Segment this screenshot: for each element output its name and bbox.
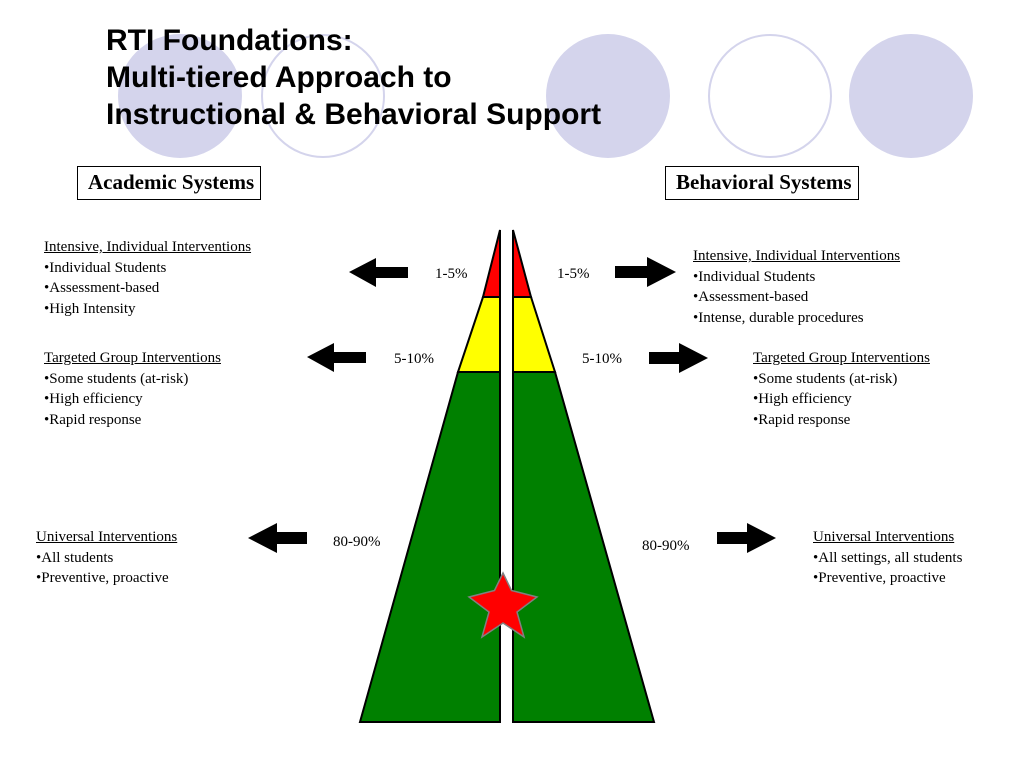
- deco-circle: [261, 34, 385, 158]
- academic-systems-label: Academic Systems: [77, 166, 262, 200]
- arrow-right-icon: [717, 523, 776, 553]
- deco-circle: [708, 34, 832, 158]
- tier-bullet: •Assessment-based: [44, 280, 160, 296]
- behavioral-tier-universal-text: Universal Interventions •All settings, a…: [813, 527, 962, 589]
- academic-tier-targeted-text: Targeted Group Interventions •Some stude…: [44, 348, 221, 430]
- academic-tier-intensive: [481, 229, 501, 298]
- tier-bullet: •High efficiency: [44, 391, 143, 407]
- behavioral-percent-universal: 80-90%: [642, 538, 690, 554]
- behavioral-percent-targeted: 5-10%: [582, 351, 622, 367]
- title-line-3: Instructional & Behavioral Support: [106, 98, 602, 131]
- tier-heading: Targeted Group Interventions: [44, 350, 221, 366]
- tier-heading: Universal Interventions: [813, 529, 955, 545]
- title-line-1: RTI Foundations:: [106, 24, 353, 57]
- academic-tier-universal: [358, 371, 501, 723]
- behavioral-tier-universal: [512, 371, 656, 723]
- tier-bullet: •Preventive, proactive: [813, 570, 946, 586]
- deco-circle: [546, 34, 670, 158]
- academic-triangle: [358, 229, 501, 723]
- academic-tier-universal-text: Universal Interventions •All students •P…: [36, 527, 177, 589]
- tier-bullet: •Rapid response: [44, 411, 142, 428]
- tier-bullet: •Individual Students: [693, 268, 816, 285]
- arrow-left-icon: [349, 258, 408, 287]
- tier-bullet: •Assessment-based: [693, 289, 809, 305]
- star-icon: [467, 571, 539, 639]
- deco-circle: [118, 34, 242, 158]
- tier-bullet: •High efficiency: [753, 391, 852, 407]
- behavioral-systems-label: Behavioral Systems: [665, 166, 859, 200]
- behavioral-tier-targeted: [512, 296, 557, 373]
- academic-percent-intensive: 1-5%: [435, 266, 468, 282]
- academic-percent-universal: 80-90%: [333, 534, 381, 550]
- decorative-circles: [118, 34, 973, 158]
- deco-circle: [849, 34, 973, 158]
- tier-bullet: •Some students (at-risk): [753, 370, 898, 387]
- behavioral-tier-intensive-text: Intensive, Individual Interventions •Ind…: [693, 246, 900, 328]
- tier-bullet: •All students: [36, 549, 114, 566]
- tier-bullet: •Preventive, proactive: [36, 570, 169, 586]
- academic-tier-targeted: [456, 296, 501, 373]
- tier-bullet: •High Intensity: [44, 300, 136, 317]
- tier-bullet: •All settings, all students: [813, 549, 963, 566]
- behavioral-triangle: [512, 229, 656, 723]
- arrow-left-icon: [248, 523, 307, 553]
- behavioral-percent-intensive: 1-5%: [557, 266, 590, 282]
- tier-heading: Universal Interventions: [36, 529, 178, 545]
- arrow-left-icon: [307, 343, 366, 372]
- tier-heading: Intensive, Individual Interventions: [693, 248, 901, 264]
- academic-percent-targeted: 5-10%: [394, 351, 434, 367]
- arrow-right-icon: [615, 257, 676, 287]
- tier-heading: Targeted Group Interventions: [753, 350, 930, 366]
- academic-tier-intensive-text: Intensive, Individual Interventions •Ind…: [44, 237, 251, 319]
- tier-bullet: •Rapid response: [753, 411, 851, 428]
- arrow-right-icon: [649, 343, 708, 373]
- page-title: RTI Foundations: Multi-tiered Approach t…: [106, 22, 601, 133]
- behavioral-tier-intensive: [512, 229, 533, 298]
- behavioral-tier-targeted-text: Targeted Group Interventions •Some stude…: [753, 348, 930, 430]
- title-line-2: Multi-tiered Approach to: [106, 61, 452, 94]
- tier-bullet: •Individual Students: [44, 259, 167, 276]
- tier-bullet: •Some students (at-risk): [44, 370, 189, 387]
- tier-bullet: •Intense, durable procedures: [693, 309, 864, 326]
- tier-heading: Intensive, Individual Interventions: [44, 239, 252, 255]
